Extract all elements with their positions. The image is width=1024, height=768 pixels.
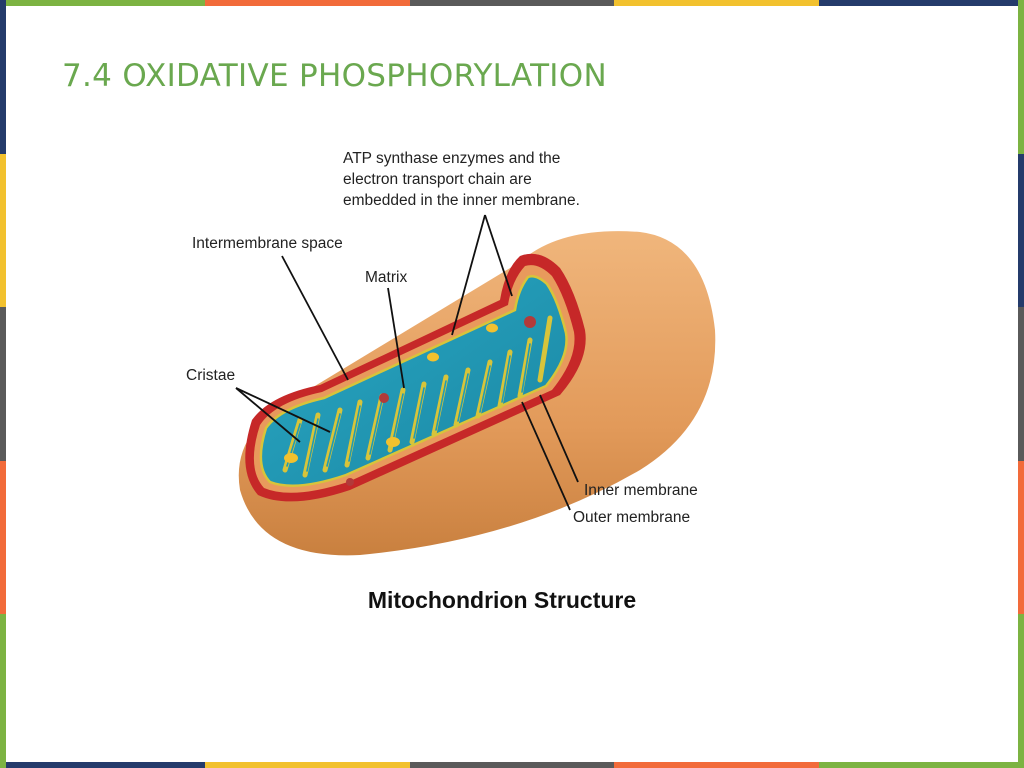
frame-segment — [1018, 614, 1024, 768]
cristae-fold-cores — [286, 343, 531, 472]
frame-segment — [819, 0, 1024, 6]
frame-segment — [409, 762, 615, 768]
label-intermembrane-space: Intermembrane space — [192, 235, 343, 252]
frame-segment — [1018, 153, 1024, 308]
frame-segment — [204, 762, 410, 768]
label-outer-membrane: Outer membrane — [573, 509, 690, 526]
frame-right-strip — [1018, 0, 1024, 768]
leader-matrix — [387, 287, 405, 389]
leader-cristae-lower — [235, 387, 301, 443]
frame-segment — [614, 762, 820, 768]
frame-segment — [1018, 0, 1024, 154]
frame-segment — [409, 0, 615, 6]
leader-cristae-upper — [235, 387, 331, 433]
frame-segment — [0, 0, 6, 154]
frame-segment — [1018, 460, 1024, 615]
frame-segment — [0, 460, 6, 615]
frame-segment — [0, 153, 6, 308]
frame-segment — [0, 0, 205, 6]
label-atp-line-2: electron transport chain are — [343, 171, 532, 188]
label-inner-membrane: Inner membrane — [584, 482, 698, 499]
frame-segment — [0, 307, 6, 461]
diagram-caption: Mitochondrion Structure — [367, 587, 637, 613]
matrix-granules — [284, 316, 536, 486]
label-atp-line-3: embedded in the inner membrane. — [343, 192, 580, 209]
frame-segment — [204, 0, 410, 6]
slide-title: 7.4 OXIDATIVE PHOSPHORYLATION — [62, 58, 607, 94]
leader-inner-membrane — [539, 394, 579, 483]
frame-segment — [0, 762, 205, 768]
label-cristae: Cristae — [186, 367, 235, 384]
leader-atp-left — [451, 214, 486, 336]
frame-bottom-strip — [0, 762, 1024, 768]
frame-segment — [0, 614, 6, 768]
leader-lines — [235, 214, 579, 511]
leader-atp-right — [484, 214, 513, 297]
frame-segment — [1018, 307, 1024, 461]
label-atp-line-1: ATP synthase enzymes and the — [343, 150, 560, 167]
leader-outer-membrane — [521, 401, 571, 511]
frame-segment — [614, 0, 820, 6]
frame-top-strip — [0, 0, 1024, 6]
frame-segment — [819, 762, 1024, 768]
leader-intermembrane — [281, 255, 349, 381]
frame-left-strip — [0, 0, 6, 768]
label-matrix: Matrix — [365, 269, 407, 286]
